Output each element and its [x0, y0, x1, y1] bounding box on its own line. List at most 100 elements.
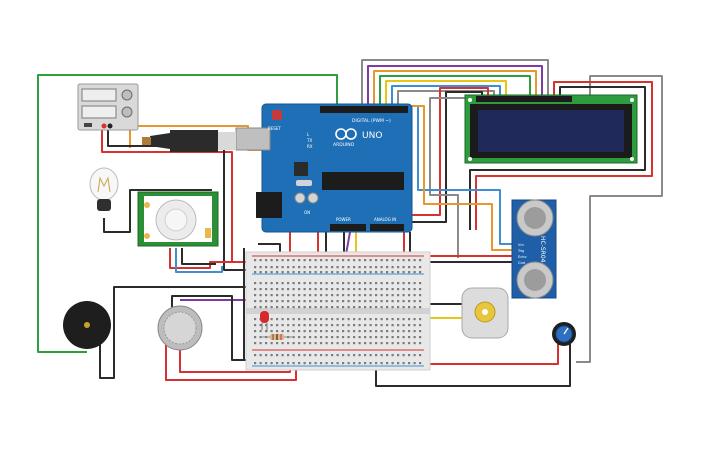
- breadboard-hole[interactable]: [309, 300, 312, 303]
- breadboard-hole[interactable]: [281, 330, 284, 333]
- breadboard-hole[interactable]: [369, 354, 372, 357]
- breadboard-hole[interactable]: [276, 282, 279, 285]
- breadboard-hole[interactable]: [298, 336, 301, 339]
- breadboard-hole[interactable]: [265, 362, 268, 365]
- breadboard-hole[interactable]: [353, 362, 356, 365]
- breadboard-hole[interactable]: [408, 294, 411, 297]
- breadboard-hole[interactable]: [380, 336, 383, 339]
- breadboard-hole[interactable]: [391, 282, 394, 285]
- breadboard-hole[interactable]: [353, 282, 356, 285]
- breadboard-hole[interactable]: [369, 336, 372, 339]
- breadboard-hole[interactable]: [391, 306, 394, 309]
- breadboard-hole[interactable]: [320, 342, 323, 345]
- breadboard-hole[interactable]: [281, 354, 284, 357]
- breadboard-hole[interactable]: [314, 259, 317, 262]
- breadboard-hole[interactable]: [331, 342, 334, 345]
- breadboard-hole[interactable]: [298, 259, 301, 262]
- breadboard-hole[interactable]: [397, 306, 400, 309]
- breadboard-hole[interactable]: [259, 354, 262, 357]
- breadboard-hole[interactable]: [419, 288, 422, 291]
- breadboard-hole[interactable]: [369, 266, 372, 269]
- breadboard-hole[interactable]: [413, 306, 416, 309]
- breadboard-hole[interactable]: [309, 318, 312, 321]
- breadboard-hole[interactable]: [342, 288, 345, 291]
- breadboard-hole[interactable]: [254, 318, 257, 321]
- breadboard-hole[interactable]: [386, 266, 389, 269]
- breadboard-hole[interactable]: [325, 266, 328, 269]
- breadboard-hole[interactable]: [364, 318, 367, 321]
- breadboard-hole[interactable]: [276, 288, 279, 291]
- breadboard-hole[interactable]: [419, 300, 422, 303]
- breadboard-hole[interactable]: [270, 282, 273, 285]
- power-supply[interactable]: [77, 83, 139, 131]
- breadboard-hole[interactable]: [380, 342, 383, 345]
- breadboard-hole[interactable]: [380, 259, 383, 262]
- breadboard-hole[interactable]: [342, 354, 345, 357]
- breadboard-hole[interactable]: [419, 282, 422, 285]
- breadboard-hole[interactable]: [287, 271, 290, 274]
- breadboard-hole[interactable]: [419, 259, 422, 262]
- breadboard-hole[interactable]: [259, 288, 262, 291]
- breadboard-hole[interactable]: [408, 266, 411, 269]
- breadboard-hole[interactable]: [402, 318, 405, 321]
- breadboard-hole[interactable]: [380, 266, 383, 269]
- breadboard-hole[interactable]: [303, 300, 306, 303]
- breadboard-hole[interactable]: [342, 318, 345, 321]
- breadboard-hole[interactable]: [375, 259, 378, 262]
- breadboard-hole[interactable]: [391, 342, 394, 345]
- breadboard-hole[interactable]: [303, 259, 306, 262]
- breadboard-hole[interactable]: [358, 336, 361, 339]
- breadboard-hole[interactable]: [287, 342, 290, 345]
- breadboard-hole[interactable]: [320, 294, 323, 297]
- breadboard-hole[interactable]: [358, 318, 361, 321]
- breadboard-hole[interactable]: [265, 354, 268, 357]
- breadboard-hole[interactable]: [353, 336, 356, 339]
- breadboard-hole[interactable]: [375, 288, 378, 291]
- breadboard-hole[interactable]: [292, 288, 295, 291]
- breadboard-hole[interactable]: [331, 300, 334, 303]
- breadboard-hole[interactable]: [358, 362, 361, 365]
- breadboard-hole[interactable]: [336, 266, 339, 269]
- breadboard-hole[interactable]: [347, 259, 350, 262]
- breadboard-hole[interactable]: [259, 306, 262, 309]
- breadboard-hole[interactable]: [320, 318, 323, 321]
- breadboard-hole[interactable]: [254, 330, 257, 333]
- breadboard-hole[interactable]: [265, 294, 268, 297]
- breadboard-hole[interactable]: [391, 336, 394, 339]
- breadboard-hole[interactable]: [276, 354, 279, 357]
- breadboard-hole[interactable]: [353, 342, 356, 345]
- breadboard-hole[interactable]: [331, 324, 334, 327]
- breadboard-hole[interactable]: [298, 282, 301, 285]
- breadboard-hole[interactable]: [320, 306, 323, 309]
- breadboard-hole[interactable]: [386, 271, 389, 274]
- breadboard-hole[interactable]: [419, 306, 422, 309]
- breadboard-hole[interactable]: [325, 324, 328, 327]
- breadboard-hole[interactable]: [358, 324, 361, 327]
- breadboard-hole[interactable]: [413, 324, 416, 327]
- breadboard-hole[interactable]: [259, 266, 262, 269]
- breadboard-hole[interactable]: [292, 342, 295, 345]
- breadboard-hole[interactable]: [298, 318, 301, 321]
- breadboard-hole[interactable]: [413, 336, 416, 339]
- breadboard-hole[interactable]: [353, 266, 356, 269]
- arduino-analog-header[interactable]: [370, 224, 404, 231]
- breadboard-hole[interactable]: [303, 354, 306, 357]
- breadboard-hole[interactable]: [265, 266, 268, 269]
- breadboard-hole[interactable]: [298, 271, 301, 274]
- breadboard-hole[interactable]: [369, 300, 372, 303]
- breadboard-hole[interactable]: [270, 362, 273, 365]
- arduino-power-jack[interactable]: [256, 192, 282, 218]
- breadboard-hole[interactable]: [353, 259, 356, 262]
- potentiometer[interactable]: [552, 322, 576, 346]
- breadboard-hole[interactable]: [303, 318, 306, 321]
- breadboard-hole[interactable]: [270, 259, 273, 262]
- breadboard-hole[interactable]: [276, 342, 279, 345]
- breadboard-hole[interactable]: [325, 294, 328, 297]
- breadboard-hole[interactable]: [281, 342, 284, 345]
- breadboard-hole[interactable]: [353, 300, 356, 303]
- breadboard-hole[interactable]: [358, 300, 361, 303]
- breadboard-hole[interactable]: [380, 324, 383, 327]
- breadboard-hole[interactable]: [380, 354, 383, 357]
- breadboard-hole[interactable]: [391, 271, 394, 274]
- breadboard-hole[interactable]: [320, 354, 323, 357]
